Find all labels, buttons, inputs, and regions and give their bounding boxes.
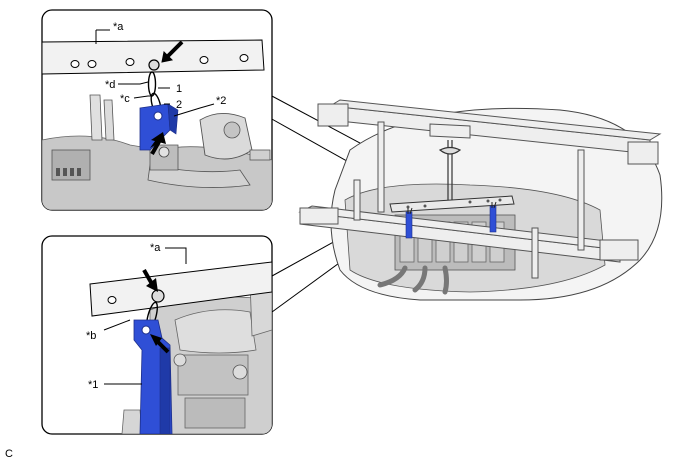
step-1-label: 1: [176, 83, 182, 95]
callout-top-a: *a: [113, 21, 124, 33]
hanger-bar-top: [42, 39, 265, 75]
callout-top-2: *2: [216, 95, 226, 107]
hanger-bar-main: [389, 195, 515, 213]
figure-code: C: [5, 448, 13, 460]
top-detail-inset: *a *d *c 1 2 *2: [41, 9, 273, 211]
callout-bottom-b: *b: [86, 330, 96, 342]
bottom-detail-inset: *a *b *1: [41, 235, 273, 435]
hanger-bar-bottom: [89, 261, 272, 317]
engine-compartment-view: [298, 99, 663, 301]
step-2-label: 2: [176, 99, 182, 111]
callout-bottom-a: *a: [150, 242, 161, 254]
engine-support-frame: [298, 99, 662, 279]
callout-top-c: *c: [120, 93, 130, 105]
callout-top-d: *d: [105, 79, 115, 91]
callout-bottom-1: *1: [88, 379, 98, 391]
